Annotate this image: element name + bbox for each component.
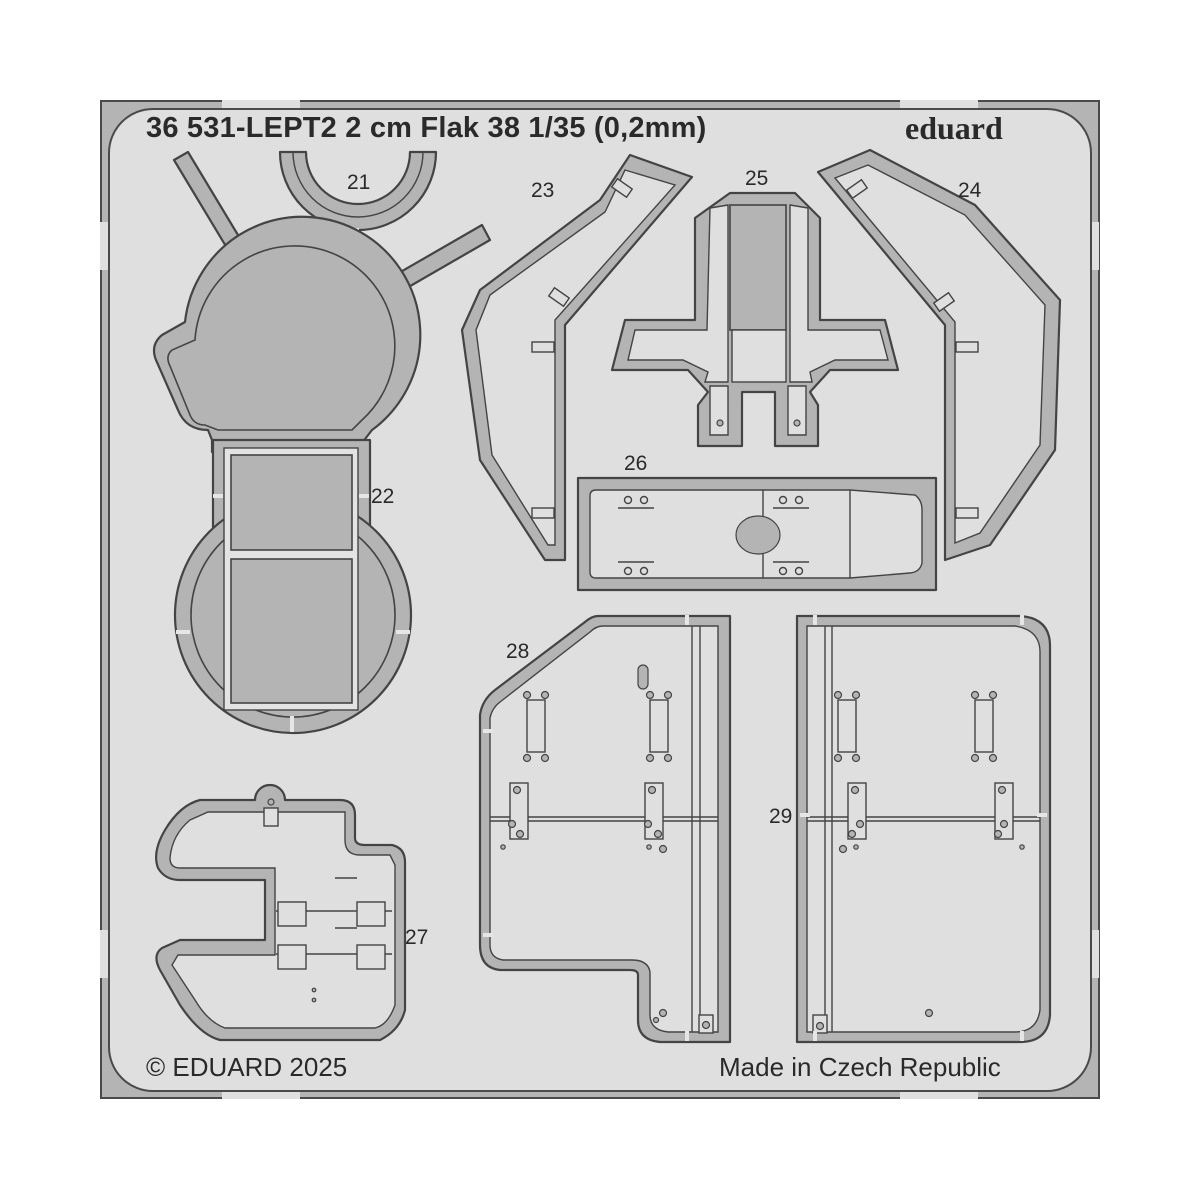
origin-text: Made in Czech Republic [719,1052,1001,1082]
part-27 [155,783,407,1042]
part-29 [795,614,1052,1044]
fret-gap [1091,222,1099,270]
fret-gap [100,930,108,978]
fret-gap [222,1091,300,1099]
copyright-text: © EDUARD 2025 [146,1052,348,1082]
part-label-26: 26 [624,452,648,475]
brand-logo: eduard [905,110,1003,146]
part-label-23: 23 [531,179,555,202]
part-25 [610,191,900,448]
fret-gap [900,100,978,108]
fret-gap [1091,930,1099,978]
fret-gap [222,100,300,108]
sheet-title: 36 531-LEPT2 2 cm Flak 38 1/35 (0,2mm) [146,112,707,144]
part-label-24: 24 [958,179,982,202]
fret-gap [900,1091,978,1099]
part-label-22: 22 [371,485,395,508]
part-22 [152,150,492,735]
part-label-25: 25 [745,167,769,190]
part-28 [478,614,732,1044]
part-label-21: 21 [347,171,371,194]
part-24 [816,148,1062,562]
part-label-29: 29 [769,805,793,828]
part-label-28: 28 [506,640,530,663]
part-label-27: 27 [405,926,429,949]
fret-gap [100,222,108,270]
part-26 [576,476,938,592]
part-23 [460,153,694,562]
